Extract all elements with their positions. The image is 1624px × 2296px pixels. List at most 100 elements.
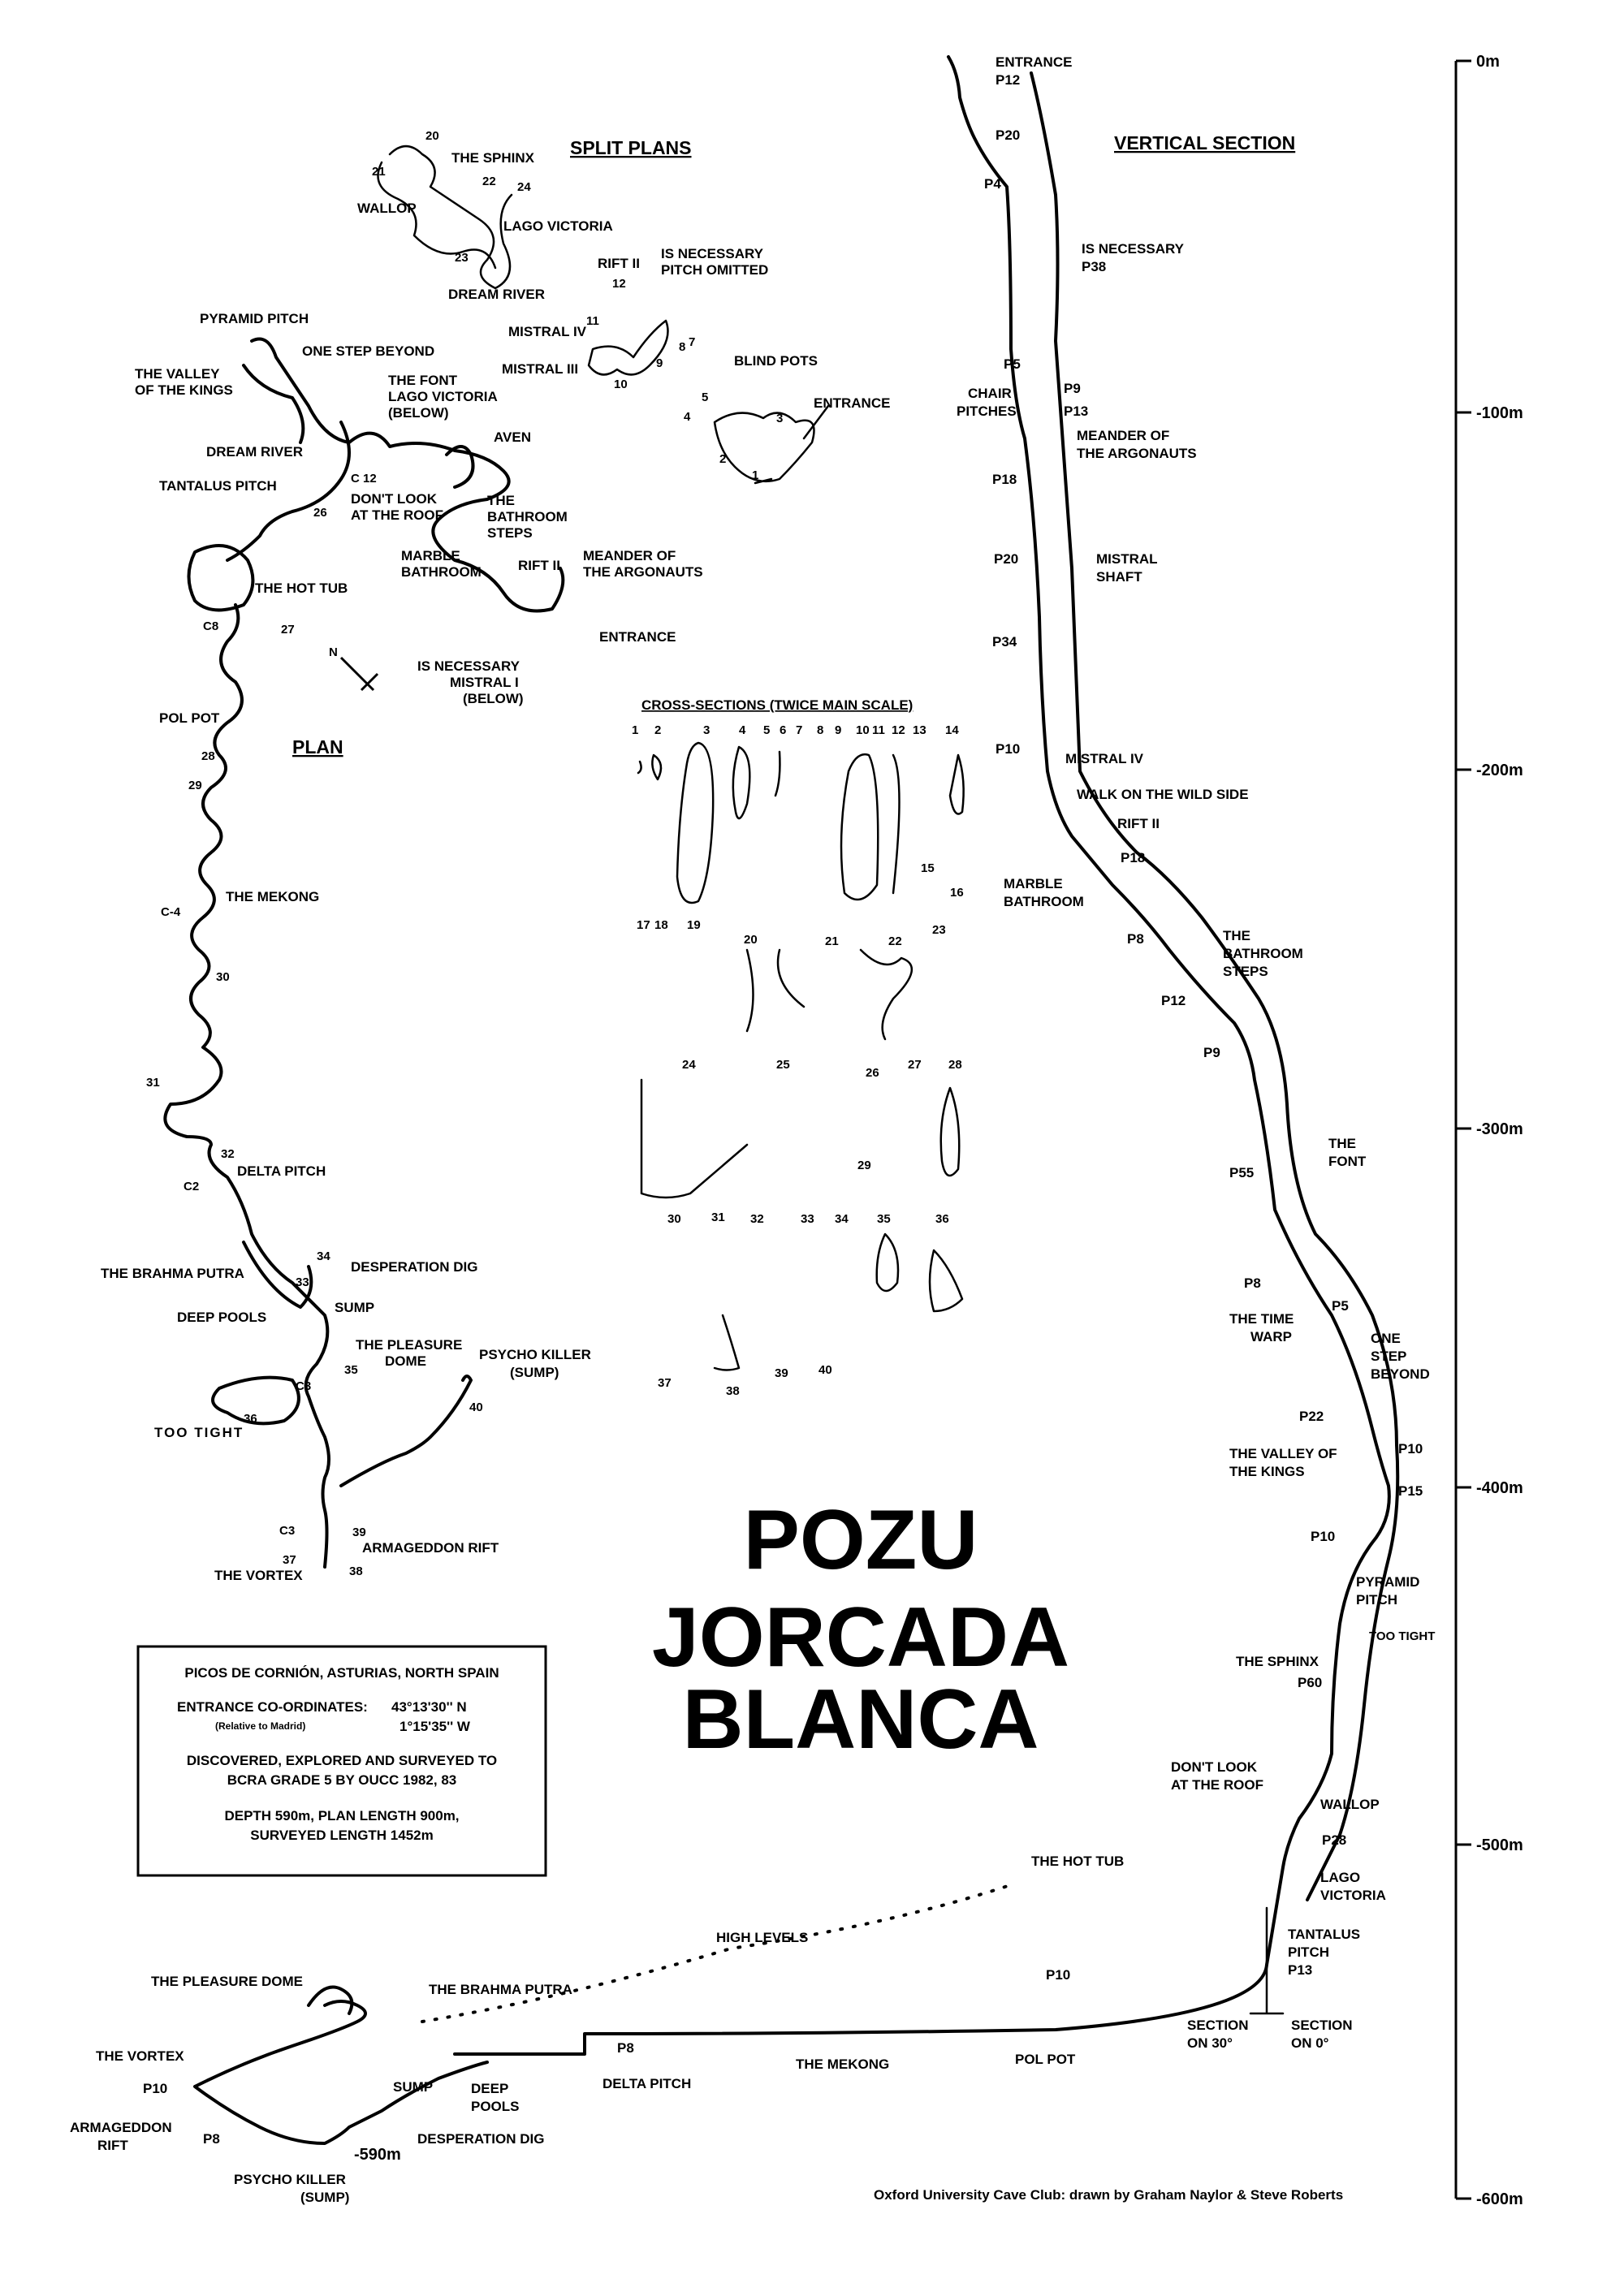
pl-entrance: ENTRANCE	[599, 629, 676, 645]
vs-bathroom-3: STEPS	[1223, 964, 1268, 979]
sp-num-3: 3	[776, 412, 783, 425]
cross-section-number-32: 32	[750, 1212, 764, 1226]
pl-num-28: 28	[201, 749, 215, 763]
sp-lago-victoria: LAGO VICTORIA	[503, 218, 613, 234]
pl-aven: AVEN	[494, 429, 531, 445]
cs-shape-1	[637, 760, 642, 775]
sp-num-22: 22	[482, 175, 496, 188]
pl-num-38: 38	[349, 1564, 363, 1578]
sp-num-23: 23	[455, 251, 469, 265]
vs-p4: P4	[984, 176, 1001, 192]
sp-num-20: 20	[425, 129, 439, 143]
vs-one-2: STEP	[1371, 1349, 1406, 1364]
vs-lago-2: VICTORIA	[1320, 1888, 1386, 1903]
vs-sec0-1: SECTION	[1291, 2018, 1353, 2033]
pl-mekong: THE MEKONG	[226, 889, 319, 904]
vs-main-shaft	[453, 55, 1391, 2056]
plan-pleasure-dome	[211, 1375, 300, 1426]
pl-num-31: 31	[146, 1076, 160, 1090]
pl-lago-victoria: LAGO VICTORIA	[388, 389, 498, 404]
info-longitude: 1°15'35'' W	[400, 1719, 471, 1734]
cross-section-number-21: 21	[825, 934, 839, 948]
vs-lago-1: LAGO	[1320, 1870, 1360, 1885]
cs-shape-28	[939, 1086, 961, 1177]
info-discovered-2: BCRA GRADE 5 BY OUCC 1982, 83	[227, 1772, 456, 1788]
vertical-section-heading: VERTICAL SECTION	[1114, 132, 1295, 153]
cs-shape-11	[892, 753, 901, 895]
cross-section-number-39: 39	[775, 1366, 788, 1380]
info-depth-2: SURVEYED LENGTH 1452m	[250, 1828, 433, 1843]
vs-p20-a: P20	[996, 127, 1020, 143]
cross-section-number-23: 23	[932, 923, 946, 937]
vs-one-1: ONE	[1371, 1331, 1401, 1346]
cross-section-number-36: 36	[935, 1212, 949, 1226]
vs-valley-2: THE KINGS	[1229, 1464, 1305, 1479]
sp-num-21: 21	[372, 165, 386, 179]
pl-num-29: 29	[188, 779, 202, 792]
cross-section-number-12: 12	[892, 723, 905, 737]
vs-walk: WALK ON THE WILD SIDE	[1077, 787, 1249, 802]
sp-num-12: 12	[612, 277, 626, 291]
pl-dont-look-1: DON'T LOOK	[351, 491, 438, 507]
pl-delta: DELTA PITCH	[237, 1163, 326, 1179]
cs-shape-36	[928, 1249, 964, 1313]
pl-bathroom-2: BATHROOM	[487, 509, 568, 524]
vs-p13-b: P13	[1288, 1962, 1312, 1978]
pl-desperation: DESPERATION DIG	[351, 1259, 477, 1275]
vs-pleasure-dome	[307, 1985, 354, 2015]
vs-valley-1: THE VALLEY OF	[1229, 1446, 1337, 1461]
sp-num-24: 24	[517, 180, 531, 194]
pl-vortex: THE VORTEX	[214, 1568, 303, 1583]
credit: Oxford University Cave Club: drawn by Gr…	[874, 2187, 1343, 2203]
pl-num-c4: C-4	[161, 905, 181, 919]
pl-num-c2: C2	[184, 1180, 199, 1193]
cs-shape-5	[774, 750, 781, 797]
split-plan-passage-a	[388, 145, 513, 290]
split-plan-passage-d	[713, 412, 815, 483]
cross-section-number-9: 9	[835, 723, 841, 737]
sp-wallop: WALLOP	[357, 201, 417, 216]
pl-below-2: (BELOW)	[463, 691, 524, 706]
sp-num-5: 5	[702, 391, 708, 404]
vs-p8-c: P8	[617, 2040, 634, 2056]
cross-section-number-22: 22	[888, 934, 902, 948]
vs-sec0-2: ON 0°	[1291, 2035, 1329, 2051]
vs-mistral-iv: MISTRAL IV	[1065, 751, 1144, 766]
vs-font-2: FONT	[1328, 1154, 1367, 1169]
cross-section-number-4: 4	[739, 723, 746, 737]
vs-p20-b: P20	[994, 551, 1018, 567]
vs-marble-1: MARBLE	[1004, 876, 1063, 891]
cross-section-number-38: 38	[726, 1384, 740, 1398]
cross-section-number-19: 19	[687, 918, 701, 932]
pl-valley-2: OF THE KINGS	[135, 382, 233, 398]
cross-section-number-35: 35	[877, 1212, 891, 1226]
vs-p34: P34	[992, 634, 1017, 650]
info-latitude: 43°13'30'' N	[391, 1699, 467, 1715]
vs-high-levels-label: HIGH LEVELS	[716, 1930, 808, 1945]
cross-section-number-37: 37	[658, 1376, 672, 1390]
sp-num-10: 10	[614, 378, 628, 391]
split-plans: 20 21 THE SPHINX 22 24 WALLOP LAGO VICTO…	[357, 129, 890, 485]
sp-blind-pots: BLIND POTS	[734, 353, 818, 369]
vs-p18-a: P18	[992, 472, 1017, 487]
split-plan-passage-b	[377, 161, 497, 270]
cross-section-number-13: 13	[913, 723, 926, 737]
pl-num-39: 39	[352, 1526, 366, 1539]
depth-label-100: -100m	[1476, 404, 1523, 422]
cs-shape-20	[745, 948, 806, 1033]
sp-num-8: 8	[679, 340, 685, 354]
info-box: PICOS DE CORNIÓN, ASTURIAS, NORTH SPAIN …	[136, 1645, 547, 1877]
sp-entrance: ENTRANCE	[814, 395, 890, 411]
cross-section-number-24: 24	[682, 1058, 696, 1072]
vs-p18-b: P18	[1121, 850, 1145, 865]
sp-num-11: 11	[586, 314, 599, 328]
vs-sec30-2: ON 30°	[1187, 2035, 1233, 2051]
split-plan-passage-c	[587, 319, 669, 376]
vs-bottom-series	[193, 2000, 489, 2145]
pl-psycho-1: PSYCHO KILLER	[479, 1347, 591, 1362]
vs-dont-2: AT THE ROOF	[1171, 1777, 1263, 1793]
cs-shape-4	[732, 745, 751, 820]
